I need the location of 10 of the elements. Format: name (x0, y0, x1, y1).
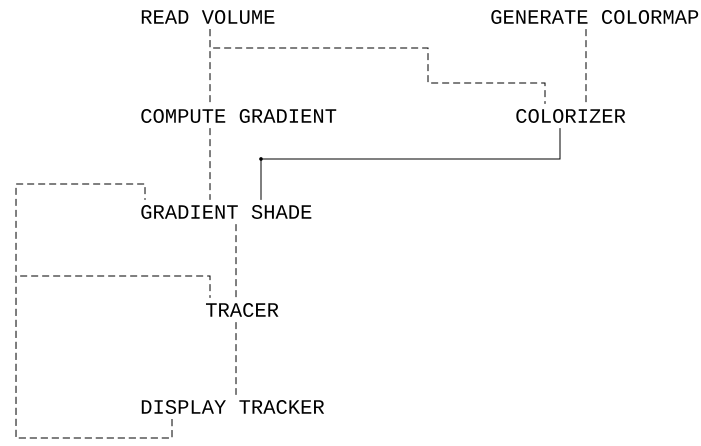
process-label: COLORIZER (516, 109, 626, 123)
connector-line (16, 276, 210, 438)
process-label: READ VOLUME (142, 10, 274, 24)
process-label: TRACER (206, 303, 278, 317)
connector-line (259, 128, 560, 200)
process-label: DISPLAY TRACKER (142, 400, 324, 414)
process-label: GRADIENT SHADE (141, 205, 312, 219)
process-label: GENERATE COLORMAP (491, 10, 698, 24)
process-label: COMPUTE GRADIENT (141, 109, 336, 123)
connector-line (210, 28, 546, 104)
